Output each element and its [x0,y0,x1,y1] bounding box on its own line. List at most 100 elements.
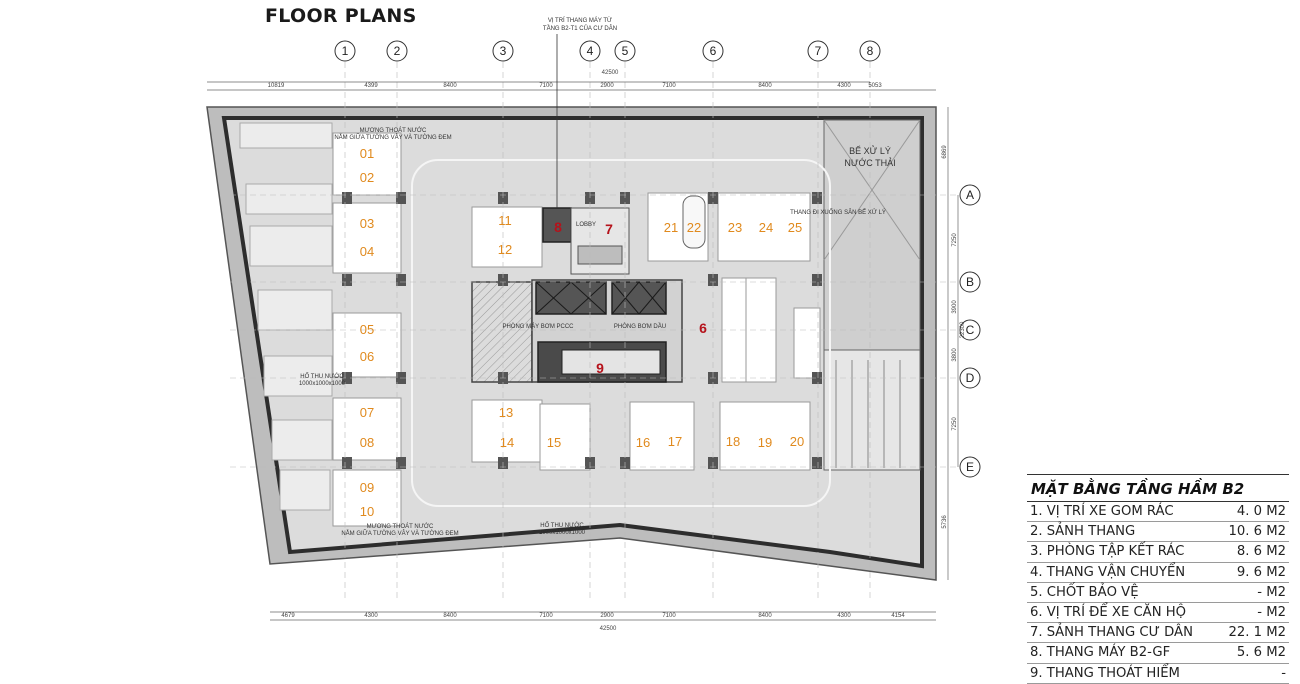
parking-number: 10 [360,504,374,519]
parking-number: 16 [636,435,650,450]
grid-label-B: B [966,275,974,289]
sump-bottom-line2: 1000x1000x1000 [539,530,586,536]
oil-pump-room-label: PHÒNG BƠM DẦU [614,323,666,330]
legend-value: - M2 [1257,604,1286,620]
parking-block-23-25 [717,192,811,262]
parking-block-16-17 [629,401,695,471]
legend-value: 9. 6 M2 [1236,564,1286,580]
right-dim: 7250 [952,417,958,431]
grid-label-4: 4 [587,44,594,58]
drain-top-line1: MƯƠNG THOÁT NƯỚC [360,127,427,134]
parking-number: 12 [498,242,512,257]
grid-bubble-5 [614,40,636,62]
legend-row: 5. CHỐT BẢO VỆ- M2 [1027,583,1289,603]
grid-bubble-B [959,271,981,293]
zone-number-9: 9 [596,360,604,376]
grid-bubble-8 [859,40,881,62]
drain-top-line2: NẰM GIỮA TƯỜNG VÂY VÀ TƯỜNG ĐEM [334,133,451,141]
parking-number: 21 [664,220,678,235]
grid-bubble-1 [334,40,356,62]
legend-label: 9. THANG THOÁT HIỂM [1030,665,1180,681]
parking-number: 01 [360,146,374,161]
parking-number: 18 [726,434,740,449]
zone-number-7: 7 [605,221,613,237]
top-dim: 7100 [662,83,676,89]
wastewater-label-line1: BỂ XỬ LÝ [849,145,891,156]
legend-value: 4. 0 M2 [1236,504,1286,519]
legend-value: - M2 [1257,584,1286,600]
parking-number: 04 [360,244,374,259]
top-dim: 4399 [364,83,378,89]
wastewater-label-line2: NƯỚC THẢI [844,157,895,168]
grid-bubble-A [959,184,981,206]
bottom-dim: 2900 [600,613,614,619]
ramp [823,349,921,471]
right-dim: 5736 [942,515,948,529]
parking-number: 02 [360,170,374,185]
grid-label-E: E [966,460,974,474]
parking-number: 19 [758,435,772,450]
top-total-dim: 42500 [602,70,619,76]
parking-block-09-10 [332,469,402,527]
bottom-total-dim: 42500 [600,626,617,632]
parking-number: 13 [499,405,513,420]
elevator-note-line2: TẦNG B2-T1 CỦA CƯ DÂN [543,25,617,32]
legend-row: 8. THANG MÁY B2-GF 5. 6 M2 [1027,643,1289,664]
elevator-shaft-a [535,281,607,315]
parking-number: 09 [360,480,374,495]
sump-left-line2: 1000x1000x1000 [299,381,346,387]
parking-number: 22 [687,220,701,235]
bottom-dim: 4679 [281,613,295,619]
bottom-dim: 4154 [891,613,905,619]
right-dim: 3800 [952,348,958,362]
car-outline [682,195,706,249]
grid-label-8: 8 [867,44,874,58]
zone-number-6: 6 [699,320,707,336]
bottom-dim: 4300 [364,613,378,619]
grid-label-6: 6 [710,44,717,58]
parking-number: 06 [360,349,374,364]
grid-label-1: 1 [342,44,349,58]
legend-value: 10. 6 M2 [1228,524,1286,540]
parking-number: 05 [360,322,374,337]
grid-label-2: 2 [394,44,401,58]
top-dim: 8400 [758,83,772,89]
parking-number: 23 [728,220,742,235]
grid-label-7: 7 [815,44,822,58]
sump-left-line1: HỐ THU NƯỚC [300,373,344,380]
parking-block-03-04 [332,202,402,274]
top-dim: 10819 [268,83,285,89]
legend-value: 8. 6 M2 [1236,544,1286,560]
area-legend: MẶT BẰNG TẦNG HẦM B2 1. VỊ TRÍ XE GOM RÁ… [1027,474,1289,684]
parking-block-05-06 [332,312,402,378]
grid-label-D: D [966,371,975,385]
core-pump-room [471,281,533,383]
elevator-note-line1: VỊ TRÍ THANG MÁY TỪ [548,17,612,24]
parking-number: 17 [668,434,682,449]
parking-block-13-14 [471,399,543,463]
bottom-dim: 8400 [443,613,457,619]
legend-label: 6. VỊ TRÍ ĐỂ XE CĂN HỘ [1030,604,1187,620]
bottom-dim: 8400 [758,613,772,619]
grid-label-C: C [966,323,975,337]
grid-label-5: 5 [622,44,629,58]
bottom-dim: 7100 [662,613,676,619]
driving-aisle-loop [411,159,831,507]
legend-label: 8. THANG MÁY B2-GF [1030,645,1171,661]
right-dim: 3900 [952,300,958,314]
legend-title: MẶT BẰNG TẦNG HẦM B2 [1027,474,1289,502]
grid-label-3: 3 [500,44,507,58]
parking-block-18-20 [719,401,811,471]
grid-bubble-C [959,319,981,341]
grid-bubble-4 [579,40,601,62]
left-parking-bays [239,122,333,511]
top-dim: 8400 [443,83,457,89]
parking-number: 03 [360,216,374,231]
legend-value: 5. 6 M2 [1236,645,1286,661]
bottom-dim: 4300 [837,613,851,619]
